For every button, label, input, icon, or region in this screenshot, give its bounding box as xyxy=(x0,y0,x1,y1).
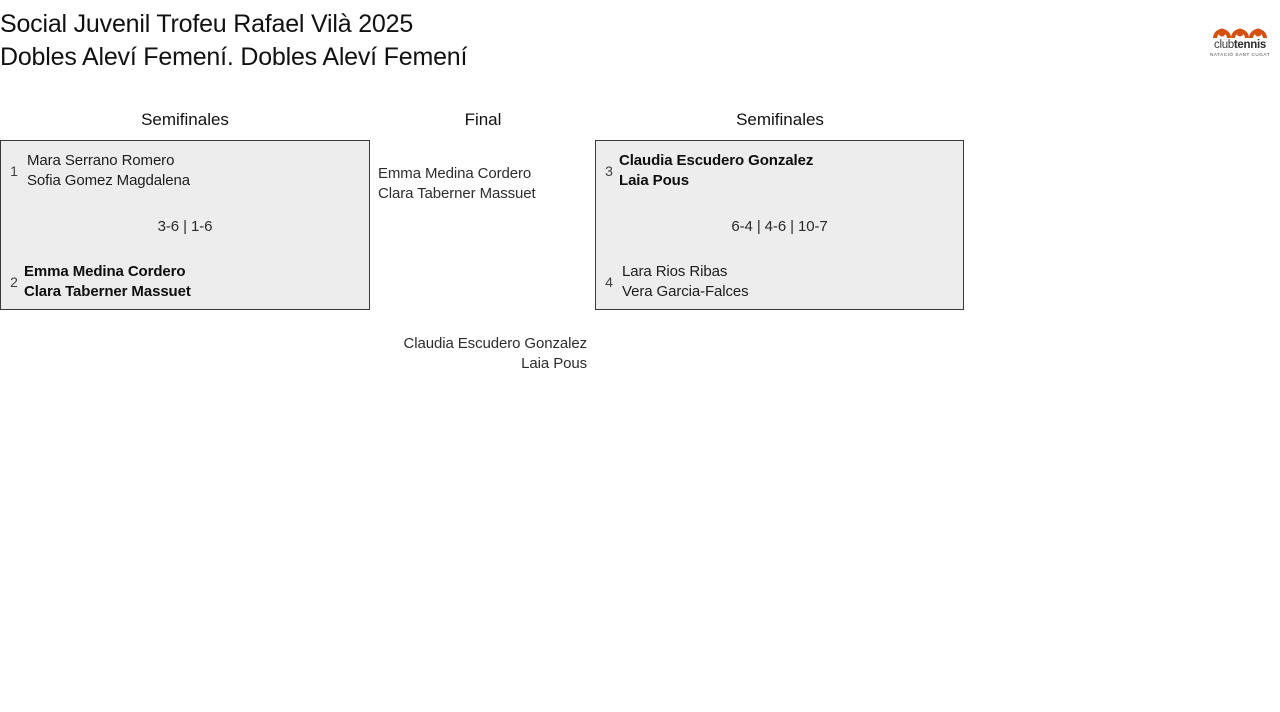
team-players: Claudia Escudero Gonzalez Laia Pous xyxy=(619,152,814,189)
page-title: Social Juvenil Trofeu Rafael Vilà 2025 D… xyxy=(0,10,468,71)
match-team-bottom[interactable]: 2 Emma Medina Cordero Clara Taberner Mas… xyxy=(1,262,369,301)
seed-number: 4 xyxy=(605,273,613,290)
logo-word-club: club xyxy=(1214,39,1234,51)
seed-number: 2 xyxy=(10,273,18,290)
team-players: Mara Serrano Romero Sofia Gomez Magdalen… xyxy=(27,152,190,189)
seed-number: 1 xyxy=(10,162,18,179)
clubtennis-logo: clubtennis NATACIÓ SANT CUGAT xyxy=(1209,19,1271,59)
match-team-bottom[interactable]: 4 Lara Rios Ribas Vera Garcia-Falces xyxy=(596,262,963,301)
match-score: 6-4 | 4-6 | 10-7 xyxy=(731,218,828,235)
round-header-semifinals-right: Semifinales xyxy=(736,110,824,129)
logo-subtitle: NATACIÓ SANT CUGAT xyxy=(1209,51,1271,57)
logo-wordmark: clubtennis xyxy=(1214,39,1266,51)
logo-word-tennis: tennis xyxy=(1233,39,1266,51)
team-players: Lara Rios Ribas Vera Garcia-Falces xyxy=(622,263,749,300)
match-score: 3-6 | 1-6 xyxy=(157,218,213,235)
final-champion[interactable]: Claudia Escudero Gonzalez Laia Pous xyxy=(403,335,588,372)
round-header-final: Final xyxy=(464,110,502,129)
final-finalist-top[interactable]: Emma Medina Cordero Clara Taberner Massu… xyxy=(378,165,536,202)
team-players: Emma Medina Cordero Clara Taberner Massu… xyxy=(24,263,191,300)
clubtennis-logo-mark xyxy=(1213,28,1267,38)
match-semifinal-right[interactable]: 3 Claudia Escudero Gonzalez Laia Pous 6-… xyxy=(595,140,964,310)
match-team-top[interactable]: 3 Claudia Escudero Gonzalez Laia Pous xyxy=(596,151,963,190)
seed-number: 3 xyxy=(605,162,613,179)
match-semifinal-left[interactable]: 1 Mara Serrano Romero Sofia Gomez Magdal… xyxy=(0,140,370,310)
match-team-top[interactable]: 1 Mara Serrano Romero Sofia Gomez Magdal… xyxy=(1,151,369,190)
round-header-semifinals-left: Semifinales xyxy=(141,110,229,129)
